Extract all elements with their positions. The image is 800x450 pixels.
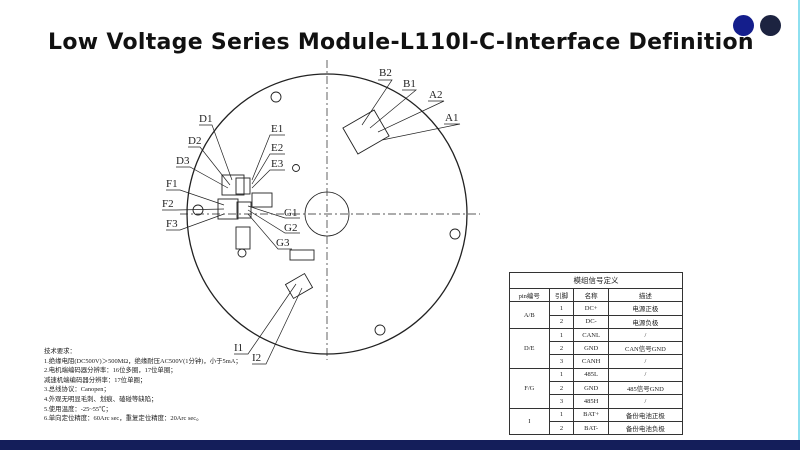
pin-cell: 1 bbox=[548, 407, 575, 422]
col-header: 名称 bbox=[573, 287, 609, 303]
pin-cell: 2 bbox=[548, 314, 575, 329]
pin-cell: 2 bbox=[548, 341, 575, 356]
note-line: 3.总线协议：Canopen； bbox=[44, 386, 110, 394]
label-G3: G3 bbox=[276, 237, 290, 249]
pin-group: I bbox=[509, 407, 550, 436]
desc-cell: 485信号GND bbox=[607, 381, 684, 396]
note-line: 5.使用温度：-25~55℃； bbox=[44, 405, 112, 413]
desc-cell: 电源正极 bbox=[607, 301, 684, 316]
label-D1: D1 bbox=[199, 113, 212, 125]
col-header: 引脚 bbox=[548, 287, 575, 303]
name-cell: CANL bbox=[573, 327, 609, 343]
page-title: Low Voltage Series Module-L110I-C-Interf… bbox=[48, 30, 754, 55]
desc-cell: 备份电池负极 bbox=[607, 420, 684, 436]
note-line: 1.绝缘电阻(DC500V)＞500MΩ，绝缘耐压AC500V(1分钟)，小于5… bbox=[44, 357, 242, 365]
table-title: 模组信号定义 bbox=[509, 272, 683, 289]
pin-cell: 1 bbox=[548, 327, 575, 343]
pin-group: D/E bbox=[509, 327, 550, 369]
name-cell: GND bbox=[573, 381, 609, 396]
name-cell: 485H bbox=[573, 394, 609, 409]
desc-cell: 备份电池正极 bbox=[607, 407, 684, 422]
label-G2: G2 bbox=[284, 222, 297, 234]
note-line: 减速机端编码器分辨率：17位单圈； bbox=[44, 376, 147, 384]
desc-cell: / bbox=[607, 354, 684, 369]
connector-AB bbox=[342, 109, 390, 155]
pin-cell: 2 bbox=[548, 381, 575, 396]
label-A1: A1 bbox=[445, 112, 458, 124]
note-line: 技术要求： bbox=[44, 348, 76, 355]
pin-cell: 1 bbox=[548, 301, 575, 316]
technical-requirements: 技术要求： 1.绝缘电阻(DC500V)＞500MΩ，绝缘耐压AC500V(1分… bbox=[44, 347, 242, 424]
desc-cell: / bbox=[607, 394, 684, 409]
pin-cell: 2 bbox=[548, 420, 575, 436]
label-E1: E1 bbox=[271, 123, 283, 135]
label-A2: A2 bbox=[429, 89, 442, 101]
footer-bar bbox=[0, 440, 800, 450]
decor-dot-blue bbox=[733, 15, 754, 36]
label-B2: B2 bbox=[379, 67, 392, 79]
name-cell: DC- bbox=[573, 314, 609, 329]
label-G1: G1 bbox=[284, 207, 297, 219]
desc-cell: / bbox=[607, 327, 684, 343]
label-I2: I2 bbox=[252, 352, 261, 364]
pin-cell: 3 bbox=[548, 394, 575, 409]
label-B1: B1 bbox=[403, 78, 416, 90]
name-cell: CANH bbox=[573, 354, 609, 369]
label-F1: F1 bbox=[166, 178, 178, 190]
note-line: 2.电机端编码器分辨率：16位多圈，17位单圈； bbox=[44, 367, 177, 375]
pin-group: A/B bbox=[509, 301, 550, 329]
pin-cell: 1 bbox=[548, 367, 575, 383]
name-cell: GND bbox=[573, 341, 609, 356]
label-F2: F2 bbox=[162, 198, 174, 210]
name-cell: 485L bbox=[573, 367, 609, 383]
desc-cell: / bbox=[607, 367, 684, 383]
name-cell: BAT+ bbox=[573, 407, 609, 422]
label-D2: D2 bbox=[188, 135, 201, 147]
note-line: 4.外观无明显毛刺、划痕、磕碰等缺陷； bbox=[44, 395, 158, 403]
edge-line bbox=[798, 0, 800, 440]
desc-cell: CAN信号GND bbox=[607, 341, 684, 356]
label-E3: E3 bbox=[271, 158, 284, 170]
name-cell: DC+ bbox=[573, 301, 609, 316]
col-header: 描述 bbox=[607, 287, 684, 303]
label-E2: E2 bbox=[271, 142, 283, 154]
label-F3: F3 bbox=[166, 218, 178, 230]
desc-cell: 电源负极 bbox=[607, 314, 684, 329]
name-cell: BAT- bbox=[573, 420, 609, 436]
note-line: 6.单向定位精度：60Arc sec，重复定位精度：20Arc sec。 bbox=[44, 415, 203, 423]
col-header: pin编号 bbox=[509, 287, 550, 303]
label-I1: I1 bbox=[234, 342, 243, 354]
label-D3: D3 bbox=[176, 155, 190, 167]
connector-I bbox=[284, 272, 314, 300]
decor-dot-dark bbox=[760, 15, 781, 36]
pin-cell: 3 bbox=[548, 354, 575, 369]
pin-group: F/G bbox=[509, 367, 550, 409]
